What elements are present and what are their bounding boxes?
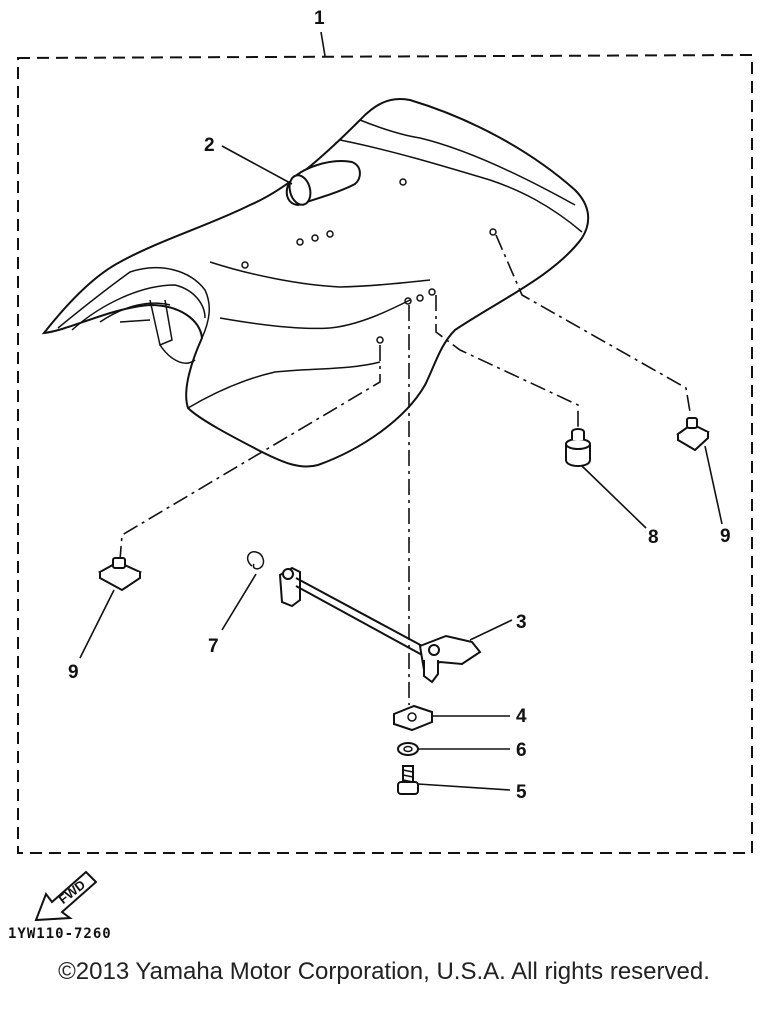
assembly-line-9-right: [495, 234, 691, 413]
leader-9-right: [704, 445, 723, 525]
part-3-latch-rod: [278, 566, 482, 684]
figure-reference-code: 1YW110-7260: [8, 926, 112, 942]
part-5-bolt: [397, 765, 419, 795]
part-8-damper: [565, 428, 591, 467]
callout-7: 7: [208, 636, 219, 657]
callout-4: 4: [516, 706, 527, 727]
copyright-notice: ©2013 Yamaha Motor Corporation, U.S.A. A…: [58, 958, 710, 985]
callout-8: 8: [648, 527, 659, 548]
seat: [41, 98, 590, 468]
callout-2: 2: [204, 135, 215, 156]
part-6-washer: [397, 742, 419, 756]
callout-5: 5: [516, 782, 527, 803]
leader-7: [221, 573, 257, 631]
leader-2: [221, 145, 293, 185]
leader-9-left: [79, 589, 115, 659]
part-7-clip: [246, 551, 265, 570]
callout-1: 1: [314, 8, 325, 29]
callout-3: 3: [516, 612, 527, 633]
part-9-nut-right: [676, 417, 710, 452]
assembly-line-9-left: [119, 345, 381, 561]
assembly-boundary: [17, 53, 753, 854]
callout-6: 6: [516, 740, 527, 761]
assembly-line-8: [435, 295, 579, 432]
leader-5: [417, 783, 511, 791]
callout-9-left: 9: [68, 662, 79, 683]
part-4-bracket: [393, 704, 433, 732]
leader-3: [469, 619, 513, 641]
callout-9-right: 9: [720, 526, 731, 547]
leader-8: [581, 465, 647, 529]
fwd-arrow-icon: FWD: [34, 870, 98, 922]
leader-1: [320, 31, 326, 57]
part-9-nut-left: [97, 557, 143, 592]
